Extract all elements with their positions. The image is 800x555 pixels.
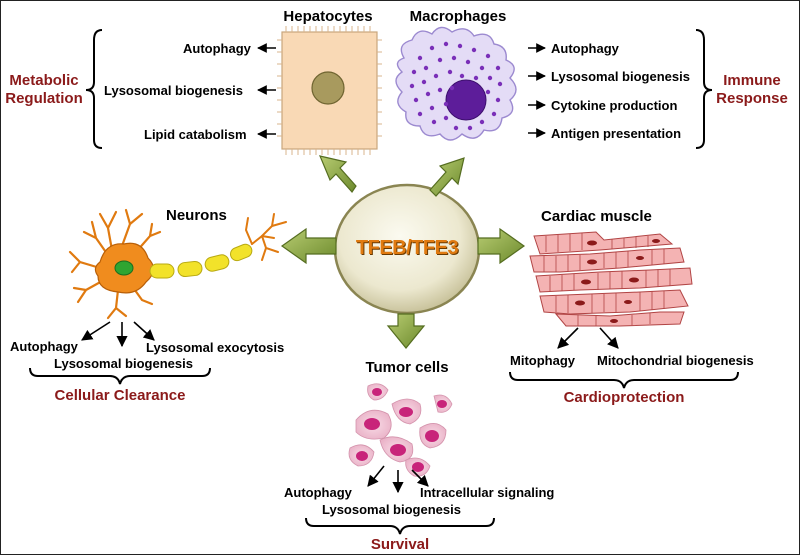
immune-label-line1: Immune bbox=[723, 72, 781, 89]
hepatocytes-item-autophagy: Autophagy bbox=[183, 41, 251, 56]
hepatocyte-nucleus bbox=[311, 71, 345, 105]
immune-label-line2: Response bbox=[716, 90, 788, 107]
cellular-clearance-label: Cellular Clearance bbox=[54, 387, 186, 404]
neuron-illustration bbox=[68, 208, 287, 320]
pathway-arrows bbox=[280, 155, 526, 349]
cardiac-item-mitochondrial-biogenesis: Mitochondrial biogenesis bbox=[597, 353, 754, 368]
tumor-item-lysosomal-biogenesis: Lysosomal biogenesis bbox=[322, 502, 461, 517]
tumor-item-intracellular-signaling: Intracellular signaling bbox=[420, 485, 555, 500]
metabolic-brace bbox=[85, 29, 103, 149]
tumor-arrows bbox=[367, 465, 429, 494]
arrow-to-hepatocytes bbox=[318, 155, 357, 193]
hepatocyte-illustration bbox=[277, 26, 382, 155]
arrow-to-cardiac bbox=[477, 227, 526, 265]
hepatocytes-item-lysosomal-biogenesis: Lysosomal biogenesis bbox=[104, 83, 243, 98]
neurons-item-lysosomal-biogenesis: Lysosomal biogenesis bbox=[54, 356, 193, 371]
metabolic-label-line2: Regulation bbox=[5, 90, 83, 107]
macrophage-illustration bbox=[395, 26, 517, 141]
arrow-to-neurons bbox=[280, 227, 337, 265]
macrophages-title: Macrophages bbox=[409, 8, 507, 25]
macrophages-item-lysosomal-biogenesis: Lysosomal biogenesis bbox=[551, 69, 690, 84]
neurons-title: Neurons bbox=[166, 207, 227, 224]
cardiac-arrows bbox=[557, 327, 619, 349]
tumor-item-autophagy: Autophagy bbox=[284, 485, 352, 500]
cardioprotection-brace bbox=[509, 371, 739, 389]
neurons-item-lysosomal-exocytosis: Lysosomal exocytosis bbox=[146, 340, 285, 355]
hepatocyte-arrows bbox=[257, 43, 276, 139]
cardiac-item-mitophagy: Mitophagy bbox=[510, 353, 575, 368]
survival-label: Survival bbox=[370, 536, 430, 553]
neuron-arrows bbox=[81, 321, 155, 348]
tumor-illustration bbox=[348, 383, 453, 477]
clearance-brace bbox=[29, 367, 211, 385]
cardioprotection-label: Cardioprotection bbox=[563, 389, 685, 406]
macrophages-item-autophagy: Autophagy bbox=[551, 41, 619, 56]
macrophage-arrows bbox=[528, 43, 546, 138]
cardiac-title: Cardiac muscle bbox=[541, 208, 652, 225]
neurons-item-autophagy: Autophagy bbox=[10, 339, 78, 354]
tumor-title: Tumor cells bbox=[365, 359, 449, 376]
survival-brace bbox=[305, 517, 495, 535]
cardiac-illustration bbox=[529, 231, 693, 327]
center-label: TFEB/TFE3 bbox=[355, 237, 459, 259]
arrow-to-macrophages bbox=[429, 157, 465, 197]
hepatocytes-title: Hepatocytes bbox=[283, 8, 373, 25]
metabolic-label-line1: Metabolic bbox=[9, 72, 79, 89]
immune-brace bbox=[695, 29, 713, 149]
hepatocytes-item-lipid-catabolism: Lipid catabolism bbox=[144, 127, 247, 142]
macrophages-item-antigen-presentation: Antigen presentation bbox=[551, 126, 682, 141]
arrow-to-tumor bbox=[386, 313, 426, 349]
macrophages-item-cytokine-production: Cytokine production bbox=[551, 98, 678, 113]
